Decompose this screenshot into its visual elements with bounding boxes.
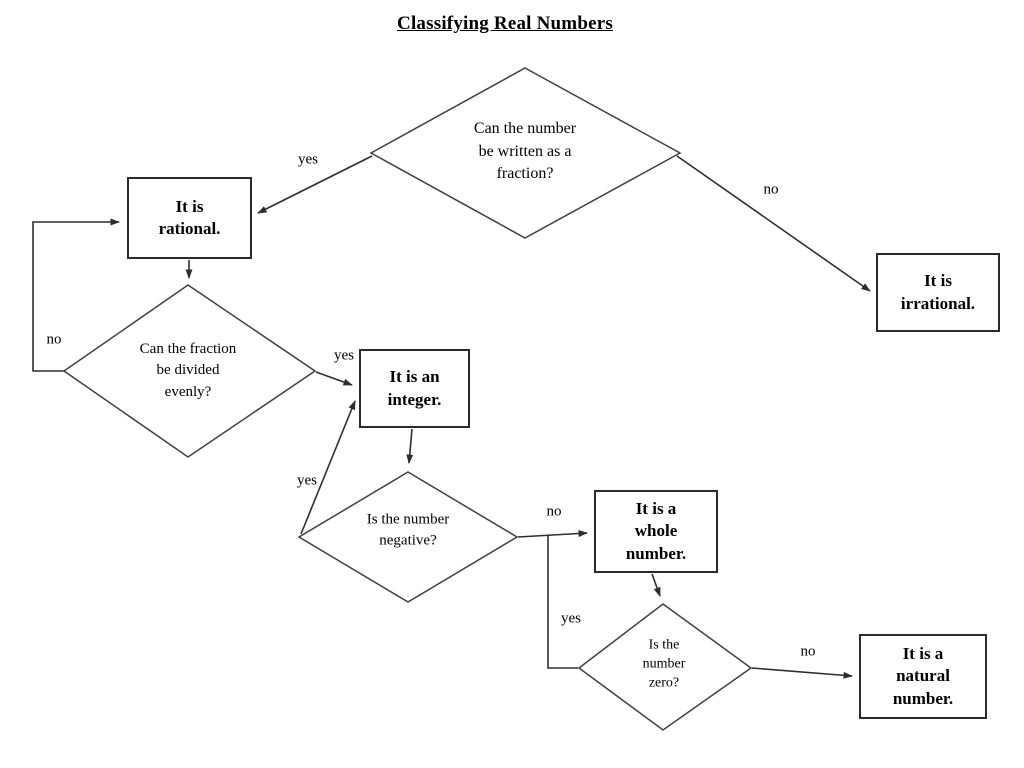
decision-zero-line3: zero? (648, 675, 680, 691)
decision-fraction-line3: fraction? (496, 165, 554, 183)
decision-negative-shape (297, 471, 519, 603)
decision-negative-line1: Is the number (366, 511, 450, 528)
box-whole-line2: whole (634, 521, 678, 541)
box-irrational-line2: irrational. (900, 293, 976, 313)
edge-label-fraction-yes: yes (298, 151, 318, 168)
box-integer-line1: It is an (389, 367, 440, 387)
box-natural-line1: It is a (902, 643, 944, 663)
box-rational-line1: It is (175, 196, 204, 216)
box-whole-line1: It is a (635, 498, 677, 518)
box-irrational-line1: It is (924, 271, 952, 291)
decision-evenly-line2: be divided (156, 362, 220, 379)
decision-zero-line1: Is the (648, 637, 680, 653)
edge-label-evenly-yes: yes (334, 347, 354, 364)
decision-negative-text: Is the number negative? (367, 510, 449, 553)
edge-label-negative-no: no (546, 503, 562, 520)
decision-evenly-line1: Can the fraction (139, 341, 237, 358)
decision-evenly-line3: evenly? (164, 383, 212, 400)
edge-negative-no-arrow (517, 529, 588, 538)
decision-fraction-text: Can the number be written as a fraction? (474, 118, 576, 186)
box-rational: It is rational. (127, 177, 252, 259)
edge-label-zero-yes: yes (561, 610, 581, 627)
box-natural-line3: number. (892, 688, 954, 708)
box-irrational: It is irrational. (876, 253, 1000, 332)
decision-zero-text: Is the number zero? (643, 637, 686, 694)
decision-fraction-line1: Can the number (473, 119, 577, 137)
box-whole-number: It is a whole number. (594, 490, 718, 573)
edge-fraction-yes-arrow (257, 155, 373, 214)
edge-zero-no-arrow (751, 667, 853, 679)
edge-whole-to-zero-arrow (651, 573, 661, 597)
edge-label-fraction-no: no (763, 181, 779, 198)
decision-evenly-shape (62, 284, 317, 458)
page-title: Classifying Real Numbers (397, 13, 613, 34)
decision-fraction-shape (369, 67, 682, 239)
edge-evenly-no-loop-arrow (32, 218, 120, 372)
box-whole-line3: number. (625, 543, 687, 563)
decision-negative-line2: negative? (379, 533, 437, 549)
edge-fraction-no-arrow (676, 155, 871, 292)
box-natural-line2: natural (896, 666, 950, 686)
box-natural-number: It is a natural number. (859, 634, 987, 719)
box-rational-line2: rational. (158, 219, 221, 238)
edge-evenly-yes-arrow (315, 371, 353, 386)
edge-label-negative-yes: yes (297, 472, 317, 489)
edge-label-evenly-no: no (46, 331, 62, 348)
edge-integer-to-negative-arrow (406, 428, 414, 464)
decision-evenly-text: Can the fraction be divided evenly? (140, 339, 237, 403)
decision-fraction-line2: be written as a (478, 142, 572, 160)
decision-zero-shape (577, 603, 753, 731)
box-integer: It is an integer. (359, 349, 470, 428)
decision-zero-line2: number (642, 656, 686, 672)
edge-zero-yes-loop-line (547, 535, 578, 669)
edge-label-zero-no: no (800, 643, 816, 660)
box-integer-line2: integer. (387, 389, 442, 409)
edge-negative-yes-loop-arrow (300, 400, 356, 535)
